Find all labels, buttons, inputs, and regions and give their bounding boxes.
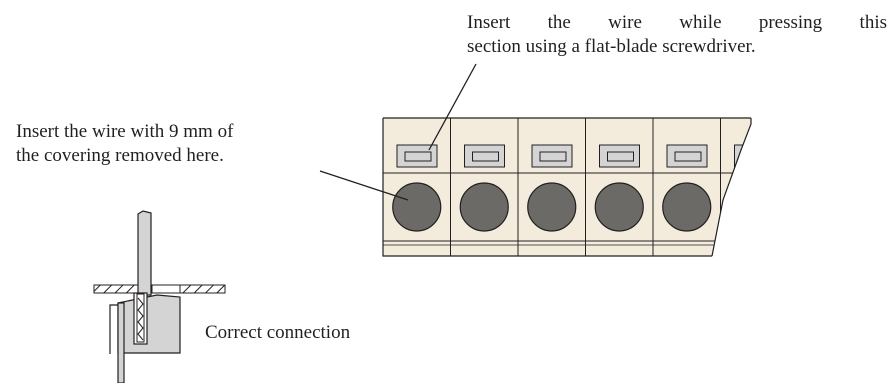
terminal-block-outline [382,117,752,257]
terminal-block [382,117,752,257]
panel-gap-plate [151,284,181,294]
strip-length-instruction-line-2: the covering removed here. [16,145,224,166]
stripped-conductor [136,293,145,343]
release-slot [674,151,702,162]
wire-entry-hole [662,182,712,232]
release-slot [472,151,499,162]
wire-entry-hole [459,182,509,232]
screwdriver-leader-line [428,63,477,151]
strip-length-instruction-line-1: Insert the wire with 9 mm of [16,121,234,142]
release-slot [607,151,634,162]
release-slot [539,151,567,162]
correct-connection-inset [93,210,226,383]
screwdriver-instruction-line-2: section using a flat-blade screwdriver. [467,36,756,57]
strip-length-instruction-label: Insert the wire with 9 mm of the coverin… [16,120,346,168]
clamp-spring [109,304,118,354]
panel-plate-right [179,284,226,294]
wire-insulation [137,210,152,296]
strip-length-leader-line [319,170,409,201]
panel-plate-left [93,284,139,294]
wire-entry-hole [392,182,442,232]
release-slot [404,151,432,162]
wire-entry-hole [594,182,644,232]
terminal-lead [117,302,125,383]
wire-entry-hole [729,182,751,232]
screwdriver-instruction-label: Insert the wire while pressing this sect… [467,11,887,59]
wire-entry-hole [527,182,577,232]
terminal-block-body [383,118,751,256]
correct-connection-label: Correct connection [205,322,351,343]
conductor-strands [137,297,144,341]
screwdriver-instruction-line-1: Insert the wire while pressing this [467,12,887,33]
release-slot [742,151,751,162]
terminal-body-section [117,294,181,354]
release-button [734,144,751,168]
